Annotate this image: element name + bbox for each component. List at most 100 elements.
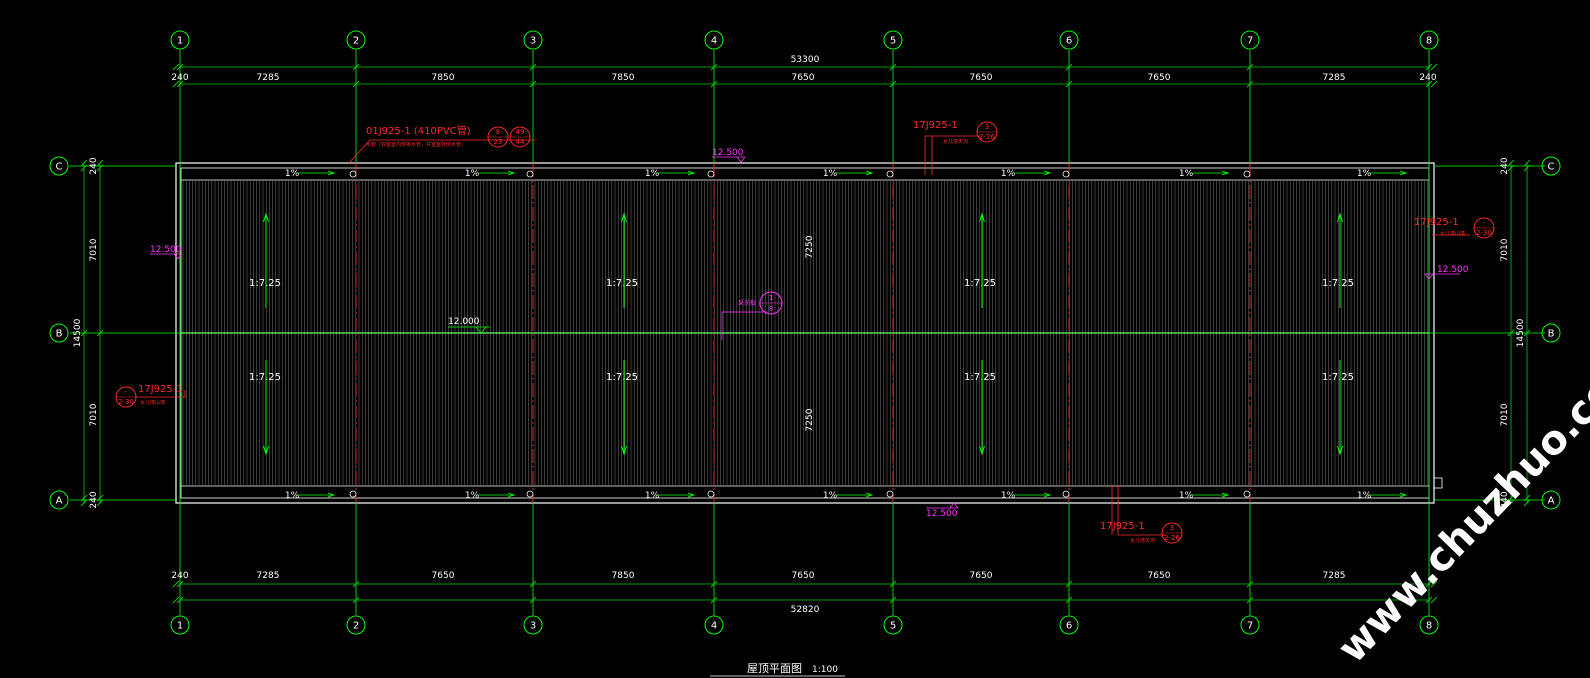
dimension-tick — [1507, 164, 1515, 172]
callout-leader — [348, 139, 371, 164]
dim-right-seg: 7010 — [1500, 238, 1510, 261]
elevation-top: 12.500 — [712, 148, 744, 158]
axis-label-vertical: 8 — [1426, 36, 1432, 47]
dimension-tick — [710, 80, 718, 88]
callout-bottom-ref: 17J925-1 — [1100, 521, 1145, 532]
axis-bubble-vertical — [346, 30, 366, 50]
dimension-tick — [176, 596, 184, 604]
dimension-tick — [176, 80, 184, 88]
dim-top-seg: 7850 — [432, 73, 455, 83]
axis-grid-lines — [70, 50, 1545, 615]
callout-left-note: 女儿墙山墙 — [140, 399, 165, 406]
dimension-tick — [1507, 494, 1515, 502]
axis-label-vertical: 1 — [177, 621, 183, 632]
gutter-slope: 1% — [1357, 169, 1372, 179]
dim-right-seg: 7010 — [1500, 403, 1510, 426]
axis-label-vertical: 2 — [353, 36, 359, 47]
dimension-tick — [96, 499, 104, 507]
dim-bottom-seg: 240 — [171, 571, 188, 581]
gutter-arrow — [1014, 170, 1052, 176]
dim-top-seg: 7285 — [1323, 73, 1346, 83]
roof-drain — [349, 490, 357, 498]
elevation-right-marker — [1424, 273, 1460, 280]
roof-drain — [707, 490, 715, 498]
dimension-tick — [1507, 159, 1515, 167]
axis-bubble-horizontal — [49, 490, 69, 510]
dimension-tick — [1246, 80, 1254, 88]
gutter-slope: 1% — [285, 491, 300, 501]
bubble-bottom: 2-30 — [1476, 229, 1492, 237]
drawing-scale: 1:100 — [812, 665, 838, 675]
axis-label-vertical: 1 — [177, 36, 183, 47]
dimension-tick — [1425, 596, 1433, 604]
elevation-marks: 12.500 12.500 12.500 12.500 12.000 — [150, 148, 1469, 519]
dimension-tick — [172, 596, 180, 604]
axis-bubble-horizontal — [49, 323, 69, 343]
dimension-tick — [1507, 329, 1515, 337]
dimension-lines — [83, 66, 1528, 601]
gutter-arrow — [836, 492, 874, 498]
dimension-tick — [1430, 80, 1438, 88]
dimension-tick — [80, 159, 88, 167]
slope-arrow-down — [263, 360, 269, 456]
bubble-bottom: 23 — [494, 138, 503, 146]
dimension-tick — [1430, 596, 1438, 604]
gutter-arrow — [1370, 492, 1408, 498]
dimension-tick — [889, 63, 897, 71]
dim-right-total: 14500 — [1516, 318, 1526, 347]
dimension-tick — [1523, 329, 1531, 337]
bubble-bottom: 2-26 — [979, 133, 995, 141]
gutter-arrow — [1192, 492, 1230, 498]
dimension-tick — [1065, 580, 1073, 588]
gutter-slope: 1% — [823, 491, 838, 501]
callout-right-ref: 17J925-1 — [1414, 217, 1459, 228]
gutter-arrow — [658, 492, 696, 498]
gutter-arrow — [658, 170, 696, 176]
dimension-tick — [96, 329, 104, 337]
gutter-arrow — [1370, 170, 1408, 176]
callout-left-ref: 17J925-1 — [138, 384, 183, 395]
dimension-tick — [172, 580, 180, 588]
roof-corner-detail — [1433, 477, 1443, 489]
elevation-bottom: 12.500 — [926, 509, 958, 519]
bubble-top: 8 — [496, 128, 500, 136]
slope-arrow-up — [621, 212, 627, 308]
axis-bubble-vertical — [1059, 30, 1079, 50]
axis-label-vertical: 3 — [530, 36, 536, 47]
elevation-bottom-marker — [926, 502, 959, 509]
slope-labels: 1:7.25 1:7.25 1:7.25 1:7.25 1:7.25 1:7.2… — [249, 278, 1354, 383]
dimension-tick — [1507, 499, 1515, 507]
axis-bubble-vertical — [1419, 615, 1439, 635]
gutter-arrow — [478, 492, 516, 498]
bubble-top: 1 — [769, 294, 773, 302]
axis-label-horizontal: A — [56, 496, 63, 507]
axis-bubble-vertical — [523, 615, 543, 635]
dimension-tick — [710, 63, 718, 71]
dim-mid-upper: 7250 — [805, 235, 815, 258]
dimension-tick — [80, 164, 88, 172]
callout-right-note: 女儿墙山墙 — [1440, 230, 1465, 237]
gutter-slope: 1% — [1357, 491, 1372, 501]
gutter-slope: 1% — [645, 491, 660, 501]
dim-right-seg: 240 — [1500, 491, 1510, 508]
axis-bubble-vertical — [170, 615, 190, 635]
axis-bubble-vertical — [1059, 615, 1079, 635]
axis-bubble-horizontal — [1541, 156, 1561, 176]
dimension-tick — [80, 499, 88, 507]
axis-label-horizontal: B — [1548, 329, 1555, 340]
dim-bottom-total: 52820 — [791, 605, 820, 615]
roof-drain — [1062, 490, 1070, 498]
bubble-top: - — [125, 388, 128, 396]
dimension-ticks — [80, 63, 1531, 604]
dimension-tick — [1246, 580, 1254, 588]
dimension-tick — [710, 596, 718, 604]
dimension-tick — [889, 596, 897, 604]
dim-top-seg: 7650 — [970, 73, 993, 83]
axis-label-horizontal: A — [1548, 496, 1555, 507]
axis-label-vertical: 6 — [1066, 621, 1072, 632]
axis-bubble-vertical — [523, 30, 543, 50]
slope-arrow-down — [1337, 360, 1343, 456]
gutter-arrow — [836, 170, 874, 176]
slope-ratio: 1:7.25 — [1322, 372, 1354, 383]
dimension-tick — [1065, 596, 1073, 604]
